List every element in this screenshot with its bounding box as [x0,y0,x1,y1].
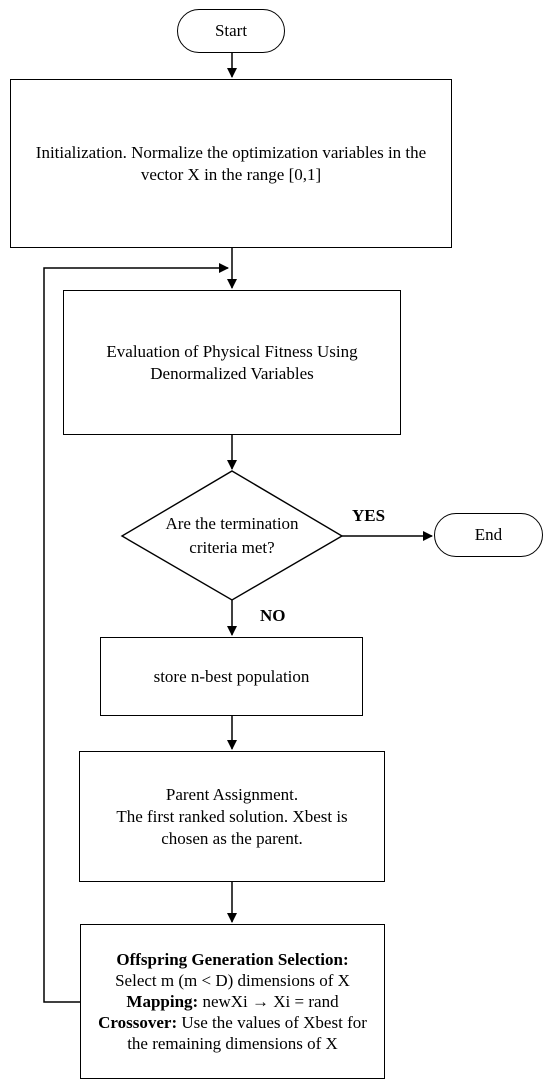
offspring-selection-heading: Offspring Generation Selection: [116,950,349,969]
end-label: End [474,525,503,544]
crossover-text: Use the values of Xbest for the remainin… [127,1013,367,1053]
yes-label: YES [352,506,386,525]
parent-box: Parent Assignment. The first ranked solu… [79,751,385,882]
initialization-box: Initialization. Normalize the optimizati… [10,79,452,248]
offspring-box: Offspring Generation Selection: Select m… [80,924,385,1079]
decision-text: Are the termination criteria met? [165,514,299,557]
parent-title: Parent Assignment. [165,784,299,804]
evaluation-box: Evaluation of Physical Fitness Using Den… [63,290,401,435]
parent-description: The first ranked solution. Xbest is chos… [116,806,348,848]
store-box: store n-best population [100,637,363,716]
evaluation-text: Evaluation of Physical Fitness Using Den… [106,341,358,383]
crossover-heading: Crossover: [98,1013,178,1032]
end-terminal: End [434,513,543,557]
store-text: store n-best population [153,666,310,686]
no-label: NO [260,606,286,625]
start-label: Start [214,21,248,40]
offspring-selection-text: Select m (m < D) dimensions of X [115,971,350,990]
mapping-text: newXi → Xi = rand [198,992,339,1011]
start-terminal: Start [177,9,285,53]
initialization-text: Initialization. Normalize the optimizati… [35,142,427,184]
mapping-heading: Mapping: [126,992,199,1011]
loop-back-line [43,263,229,1003]
